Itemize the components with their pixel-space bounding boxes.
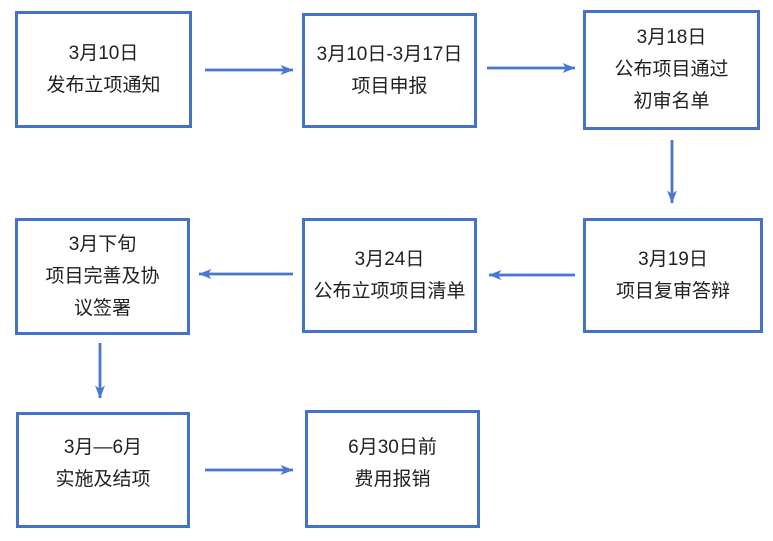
step-text-line: 3月18日 <box>636 27 707 48</box>
step-text-line: 费用报销 <box>354 469 431 490</box>
step-text-line: 3月10日 <box>68 42 139 64</box>
step-text-line: 3月下旬 <box>68 233 137 255</box>
flow-step-4: 3月19日 项目复审答辩 <box>583 218 763 333</box>
flow-step-3: 3月18日 公布项目通过 初审名单 <box>583 10 760 130</box>
step-text-line: 3月—6月 <box>63 437 143 458</box>
step-text-line: 议签署 <box>73 297 131 319</box>
step-text-line: 3月24日 <box>354 248 425 270</box>
step-text-line: 发布立项通知 <box>46 74 161 96</box>
step-text-line: 公布项目通过 <box>614 59 729 80</box>
flow-step-2: 3月10日-3月17日 项目申报 <box>302 13 477 128</box>
flow-step-8: 6月30日前 费用报销 <box>305 410 480 528</box>
step-text-line: 项目复审答辩 <box>615 280 730 302</box>
step-text-line: 初审名单 <box>633 91 710 112</box>
flow-step-1: 3月10日 发布立项通知 <box>15 11 192 128</box>
step-text-line: 项目申报 <box>351 75 428 97</box>
step-text-line: 3月19日 <box>638 248 708 270</box>
flow-step-5: 3月24日 公布立项项目清单 <box>302 218 477 333</box>
step-text-line: 实施及结项 <box>55 469 151 490</box>
step-text-line: 公布立项项目清单 <box>313 280 466 302</box>
flow-step-7: 3月—6月 实施及结项 <box>16 412 190 528</box>
step-text-line: 6月30日前 <box>348 437 437 458</box>
step-text-line: 项目完善及协 <box>45 265 160 287</box>
step-text-line: 3月10日-3月17日 <box>316 43 463 65</box>
flow-step-6: 3月下旬 项目完善及协 议签署 <box>15 218 190 335</box>
